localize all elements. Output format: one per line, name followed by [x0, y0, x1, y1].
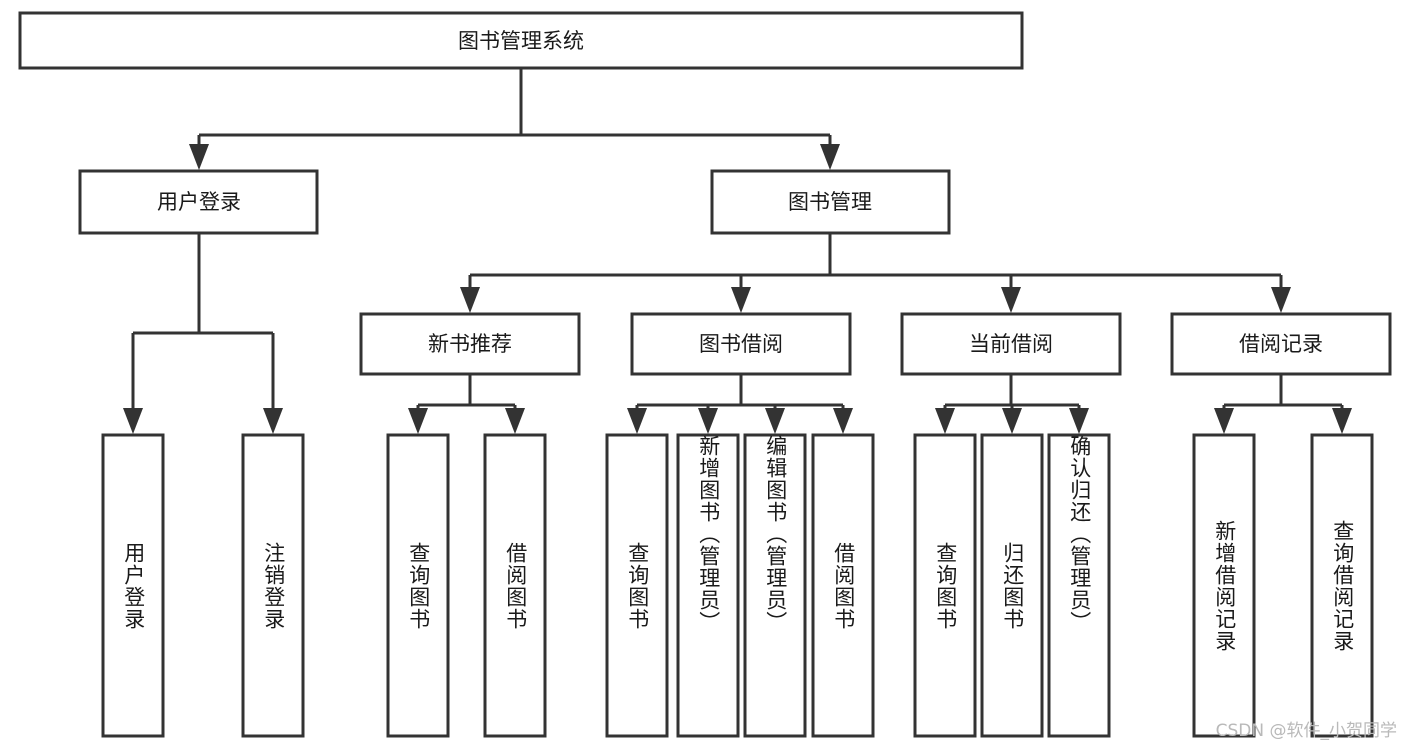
leaf-box-bor-query-book[interactable]: [605, 433, 669, 738]
arrow-head-icon: [698, 408, 718, 434]
connector-book-manage-to-level3: [460, 233, 1291, 313]
connector-user-login-to-leaves: [123, 233, 283, 434]
node-book-borrow[interactable]: 图书借阅: [630, 312, 852, 376]
leaf-box-rec-query-book[interactable]: [386, 433, 450, 738]
arrow-head-icon: [460, 287, 480, 313]
node-user-login-box[interactable]: [78, 169, 319, 235]
leaf-box-bor-add-book[interactable]: [676, 433, 740, 738]
leaf-box-bor-borrow-book[interactable]: [811, 433, 875, 738]
csdn-watermark: CSDN @软件_小贺同学: [1215, 721, 1397, 741]
node-user-login[interactable]: 用户登录: [78, 169, 319, 235]
leaf-box-rec-add-record[interactable]: [1192, 433, 1256, 738]
node-root-label: 图书管理系统: [458, 29, 584, 53]
arrow-head-icon: [935, 408, 955, 434]
node-user-login-label: 用户登录: [157, 190, 241, 214]
arrow-head-icon: [833, 408, 853, 434]
arrow-head-icon: [627, 408, 647, 434]
arrow-head-icon: [123, 408, 143, 434]
arrow-head-icon: [1069, 408, 1089, 434]
leaf-box-user-logout[interactable]: [241, 433, 305, 738]
node-root[interactable]: 图书管理系统: [18, 11, 1024, 70]
node-root-box[interactable]: [18, 11, 1024, 70]
arrow-head-icon: [731, 287, 751, 313]
node-borrow-record-box[interactable]: [1170, 312, 1392, 376]
arrow-head-icon: [1271, 287, 1291, 313]
connector-root-to-level2: [189, 68, 840, 170]
leaf-box-user-login[interactable]: [101, 433, 165, 738]
node-book-manage-label: 图书管理: [788, 190, 872, 214]
connector-book-borrow-to-leaves: [627, 374, 853, 434]
node-book-manage[interactable]: 图书管理: [710, 169, 951, 235]
arrow-head-icon: [820, 144, 840, 170]
leaf-box-cur-query-book[interactable]: [913, 433, 977, 738]
arrow-head-icon: [408, 408, 428, 434]
arrow-head-icon: [189, 144, 209, 170]
arrow-head-icon: [1214, 408, 1234, 434]
node-current-borrow[interactable]: 当前借阅: [900, 312, 1122, 376]
node-book-borrow-box[interactable]: [630, 312, 852, 376]
node-current-borrow-label: 当前借阅: [969, 332, 1053, 356]
arrow-head-icon: [505, 408, 525, 434]
node-new-book-recommend[interactable]: 新书推荐: [359, 312, 581, 376]
arrow-head-icon: [1002, 408, 1022, 434]
node-book-borrow-label: 图书借阅: [699, 332, 783, 356]
node-borrow-record[interactable]: 借阅记录: [1170, 312, 1392, 376]
leaf-box-rec-borrow-book[interactable]: [483, 433, 547, 738]
arrow-head-icon: [1001, 287, 1021, 313]
connector-current-borrow-to-leaves: [935, 374, 1089, 434]
node-borrow-record-label: 借阅记录: [1239, 332, 1323, 356]
connector-borrow-record-to-leaves: [1214, 374, 1352, 434]
node-new-book-recommend-label: 新书推荐: [428, 332, 512, 356]
connector-new-book-recommend-to-leaves: [408, 374, 525, 434]
leaf-box-rec-query-record[interactable]: [1310, 433, 1374, 738]
arrow-head-icon: [263, 408, 283, 434]
node-current-borrow-box[interactable]: [900, 312, 1122, 376]
arrow-head-icon: [1332, 408, 1352, 434]
node-book-manage-box[interactable]: [710, 169, 951, 235]
node-new-book-recommend-box[interactable]: [359, 312, 581, 376]
leaf-box-cur-confirm-return[interactable]: [1047, 433, 1111, 738]
arrow-head-icon: [765, 408, 785, 434]
leaf-box-cur-return-book[interactable]: [980, 433, 1044, 738]
leaf-box-bor-edit-book[interactable]: [743, 433, 807, 738]
